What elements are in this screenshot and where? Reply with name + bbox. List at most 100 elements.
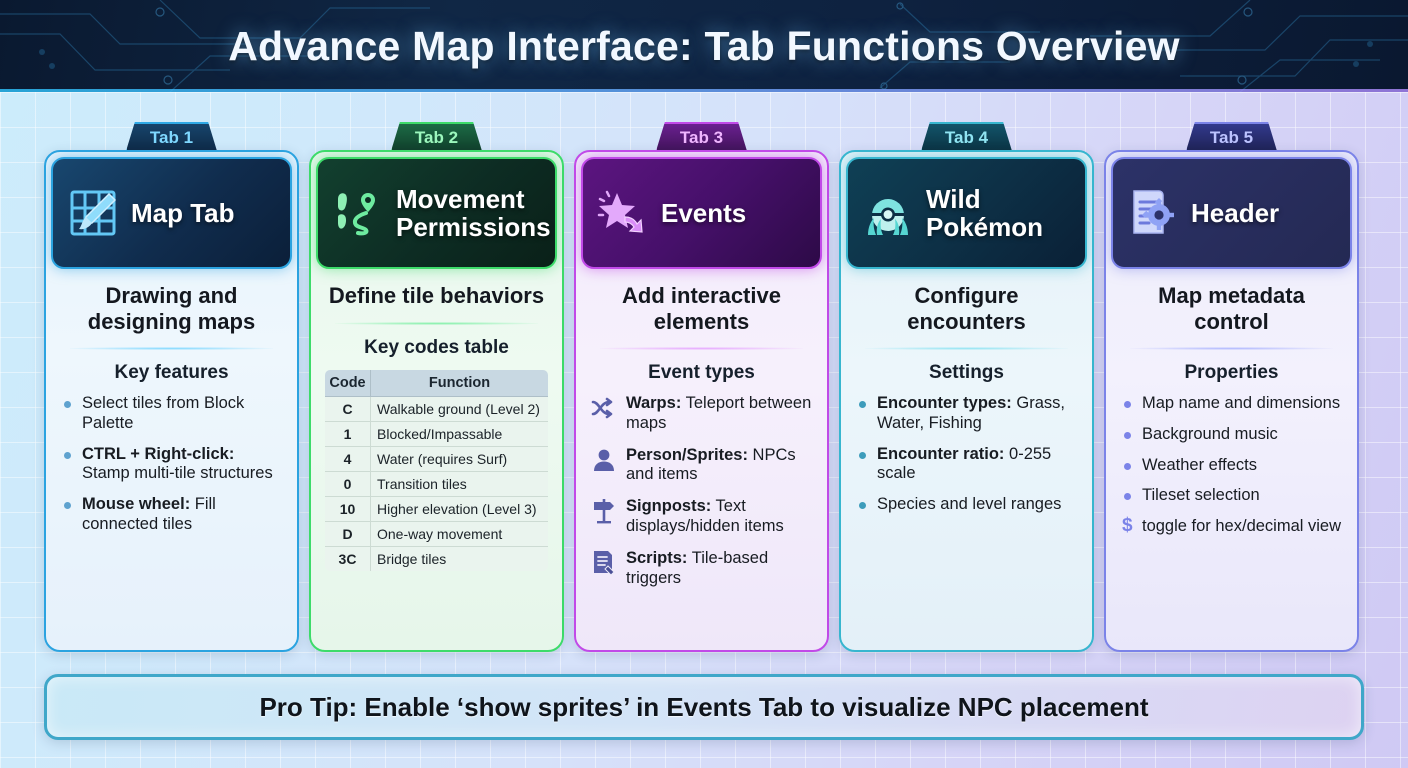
list-item-text: Tileset selection: [1142, 486, 1260, 505]
pro-tip-text: Pro Tip: Enable ‘show sprites’ in Events…: [259, 691, 1149, 722]
list-item-strong: Person/Sprites:: [626, 445, 748, 464]
card-section-heading: Event types: [648, 362, 755, 384]
table-cell-function: Bridge tiles: [370, 545, 548, 571]
card-section-heading: Key codes table: [364, 336, 509, 358]
card-divider: [335, 321, 538, 325]
list-item-text: Select tiles from Block Palette: [82, 394, 245, 432]
list-item-text: Map name and dimensions: [1142, 394, 1341, 413]
tab-card-movement-permissions[interactable]: Tab 2 Movement Permissions: [309, 122, 564, 652]
card-body: Movement Permissions Define tile behavio…: [309, 150, 564, 652]
card-title: Events: [661, 197, 747, 228]
table-cell-code: 10: [325, 495, 371, 522]
card-header: Wild Pokémon: [846, 157, 1087, 269]
page-title: Advance Map Interface: Tab Functions Ove…: [228, 22, 1180, 69]
key-features-list: Select tiles from Block Palette CTRL + R…: [62, 394, 283, 535]
list-item-text: Background music: [1142, 424, 1278, 443]
pro-tip-banner: Pro Tip: Enable ‘show sprites’ in Events…: [44, 674, 1364, 740]
tab-pill-label: Tab 1: [149, 128, 194, 147]
list-item-strong: CTRL + Right-click:: [82, 444, 235, 463]
list-item: $toggle for hex/decimal view: [1122, 515, 1343, 537]
list-item: Warps: Teleport between maps: [588, 394, 817, 434]
list-item-strong: Scripts:: [626, 548, 688, 567]
list-item-text: Species and level ranges: [877, 495, 1062, 514]
tab-pill-label: Tab 2: [414, 128, 459, 147]
bullet-dot: [1124, 493, 1131, 501]
tab-pill-label: Tab 4: [944, 128, 989, 147]
pokeball-grass-icon: [860, 185, 916, 241]
table-header-row: Code Function: [325, 369, 548, 397]
card-divider: [70, 347, 273, 351]
list-item: Scripts: Tile-based triggers: [588, 549, 817, 589]
list-item-text: NPCs and items: [626, 445, 796, 484]
list-item-text: toggle for hex/decimal view: [1142, 517, 1342, 536]
table-column-header: Code: [325, 369, 371, 397]
card-body: Events Add interactive elements Event ty…: [574, 150, 829, 652]
list-item-strong: Mouse wheel:: [82, 495, 191, 514]
tab-card-header[interactable]: Tab 5: [1104, 122, 1359, 652]
card-header: Events: [581, 157, 822, 269]
list-item-text: Grass, Water, Fishing: [877, 394, 1065, 432]
list-item: Species and level ranges: [857, 495, 1078, 515]
script-document-icon: [590, 549, 618, 577]
list-item-text: Weather effects: [1142, 455, 1257, 474]
bullet-dot: [1124, 431, 1131, 439]
document-gear-icon: [1125, 185, 1181, 241]
star-arrow-icon: [595, 185, 651, 241]
table-cell-function: One-way movement: [370, 520, 548, 547]
card-body: Wild Pokémon Configure encounters Settin…: [839, 150, 1094, 652]
list-item-text: Fill connected tiles: [82, 495, 216, 534]
card-title: Header: [1191, 197, 1280, 228]
table-cell-code: 0: [325, 470, 371, 497]
card-body: Header Map metadata control Properties M…: [1104, 150, 1359, 652]
card-section-heading: Key features: [114, 362, 229, 384]
card-subtitle: Map metadata control: [1158, 283, 1305, 334]
card-divider: [600, 347, 803, 351]
signpost-icon: [590, 497, 618, 525]
page-header: Advance Map Interface: Tab Functions Ove…: [0, 0, 1408, 92]
bullet-dot: [1124, 462, 1131, 470]
table-cell-code: D: [325, 520, 371, 547]
person-icon: [590, 446, 618, 474]
shuffle-arrows-icon: [590, 394, 618, 422]
list-item: Encounter types: Grass, Water, Fishing: [857, 394, 1078, 434]
bullet-dot: [859, 451, 866, 459]
table-column-header: Function: [370, 369, 548, 397]
table-cell-code: 1: [325, 420, 371, 447]
list-item-text: Text displays/hidden items: [626, 497, 784, 536]
tab-card-wild-pokemon[interactable]: Tab 4: [839, 122, 1094, 652]
header-underline: [0, 89, 1408, 92]
card-title: Movement Permissions: [396, 183, 551, 242]
list-item: Person/Sprites: NPCs and items: [588, 446, 817, 486]
tab-card-events[interactable]: Tab 3 Events Add interactive elements Ev…: [574, 122, 829, 652]
tab-pill-label: Tab 3: [679, 128, 724, 147]
card-title: Map Tab: [131, 197, 235, 228]
tab-card-map[interactable]: Tab 1 Map Tab Drawing and designing maps: [44, 122, 299, 652]
settings-list: Encounter types: Grass, Water, Fishing E…: [857, 394, 1078, 515]
bullet-dot: [859, 401, 866, 409]
list-item: Map name and dimensions: [1122, 394, 1343, 414]
card-subtitle: Drawing and designing maps: [87, 283, 256, 334]
list-item: CTRL + Right-click: Stamp multi-tile str…: [62, 445, 283, 485]
list-item: Mouse wheel: Fill connected tiles: [62, 495, 283, 535]
card-header: Header: [1111, 157, 1352, 269]
card-divider: [1130, 347, 1333, 351]
card-header: Movement Permissions: [316, 157, 557, 269]
list-item: Signposts: Text displays/hidden items: [588, 497, 817, 537]
grid-brush-icon: [65, 185, 121, 241]
list-item-text: Tile-based triggers: [626, 548, 769, 587]
bullet-dot: [64, 502, 71, 510]
bullet-dot: [859, 502, 866, 510]
list-item-strong: Encounter ratio:: [877, 444, 1005, 463]
card-divider: [865, 347, 1068, 351]
table-cell-function: Walkable ground (Level 2): [370, 395, 548, 422]
table-cell-code: 3C: [325, 545, 371, 571]
table-cell-function: Water (requires Surf): [370, 445, 548, 472]
list-item-strong: Signposts:: [626, 497, 712, 516]
list-item-text: Stamp multi-tile structures: [82, 464, 273, 483]
